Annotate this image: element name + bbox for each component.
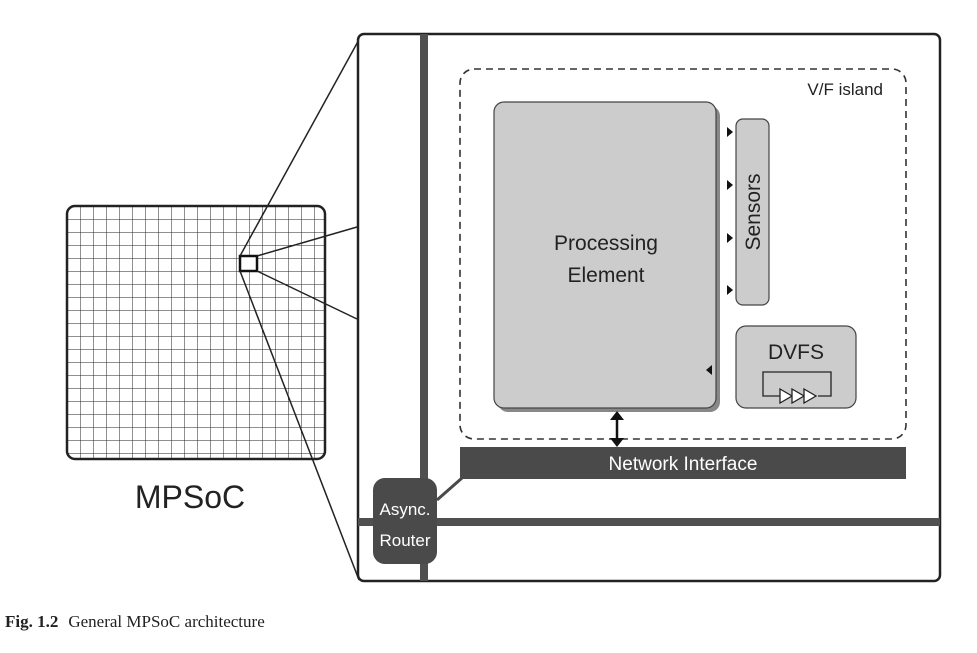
mpsoc-zoom-tile [238,254,259,273]
sensors-block [735,118,770,306]
async-router [373,478,437,564]
ni-router-connector [436,476,463,502]
dvfs-arrow [706,365,712,375]
sensor-arrow-1 [727,127,733,137]
network-interface-label: Network Interface [609,454,758,475]
figure-caption-text: General MPSoC architecture [68,612,265,631]
processing-element-label-line2: Element [567,264,644,287]
sensor-arrow-4 [727,285,733,295]
vf-island-boundary [459,68,907,440]
zoom-line-3 [256,270,358,320]
sensors-label: Sensors [742,173,765,250]
router-label-line1: Async. [379,500,430,519]
zoom-line-1 [239,35,362,257]
processing-element [493,101,717,409]
mpsoc-chip-outline [65,204,327,461]
sensor-arrow-2 [727,180,733,190]
network-interface-bar [460,447,906,479]
sensor-arrows [706,127,733,375]
dvfs-block [735,325,857,409]
dvfs-label: DVFS [768,341,824,364]
horizontal-bus [358,518,940,526]
zoom-line-4 [239,270,360,581]
mpsoc-chip [65,204,327,461]
vf-island-label: V/F island [807,80,883,99]
delay-line-icon [762,371,832,405]
processing-element-label-line1: Processing [554,232,658,255]
sensor-arrow-3 [727,233,733,243]
vertical-bus [420,34,428,581]
mpsoc-architecture-diagram: MPSoC V/F island Processing Element Sens… [65,32,942,583]
figure-number: Fig. 1.2 [5,612,59,631]
router-label-line2: Router [379,531,430,550]
zoom-lines [239,35,362,581]
zoom-line-2 [256,226,358,257]
pe-ni-double-arrow [610,411,624,447]
figure-caption: Fig. 1.2 General MPSoC architecture [5,612,265,632]
mpsoc-label: MPSoC [135,479,245,515]
